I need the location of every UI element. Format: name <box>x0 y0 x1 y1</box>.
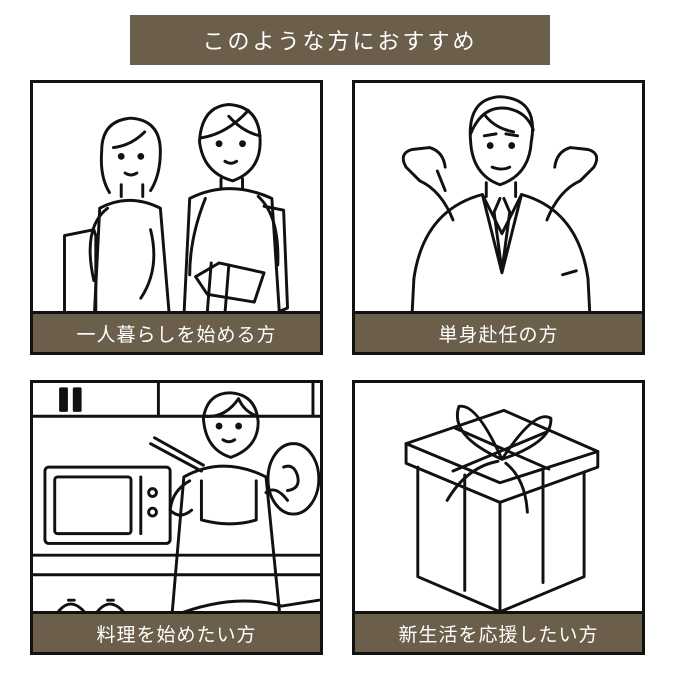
card-label: 単身赴任の方 <box>355 311 642 352</box>
section-title: このような方におすすめ <box>202 30 478 55</box>
recommend-card-living-alone: 一人暮らしを始める方 <box>30 80 323 355</box>
recommend-card-transfer: 単身赴任の方 <box>352 80 645 355</box>
recommend-card-gift: 新生活を応援したい方 <box>352 380 645 655</box>
card-label: 一人暮らしを始める方 <box>33 311 320 352</box>
gift-box-illustration-icon <box>404 404 600 614</box>
card-label: 料理を始めたい方 <box>33 611 320 652</box>
section-title-banner: このような方におすすめ <box>130 15 550 65</box>
couple-illustration-icon <box>63 103 289 328</box>
recommend-card-cooking: 料理を始めたい方 <box>30 380 323 655</box>
card-label: 新生活を応援したい方 <box>355 611 642 652</box>
